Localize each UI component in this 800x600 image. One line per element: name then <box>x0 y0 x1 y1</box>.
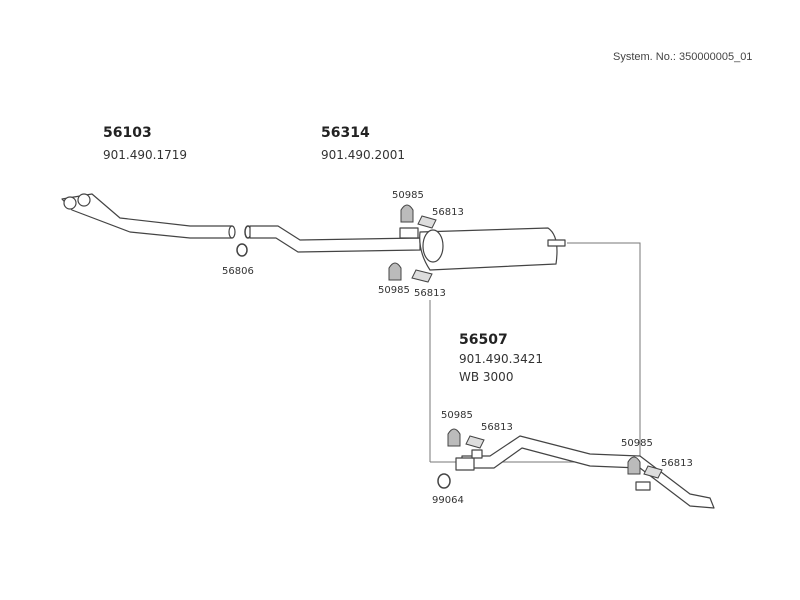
section-56507-ref: 901.490.3421 <box>459 352 543 366</box>
connector-line <box>430 242 641 463</box>
section-56314-id: 56314 <box>321 125 370 141</box>
ring-gasket-front <box>236 243 248 257</box>
label-clamp-2: 56813 <box>481 422 513 433</box>
label-clamp-1-bottom: 56813 <box>414 288 446 299</box>
label-clamp-3: 56813 <box>661 458 693 469</box>
label-ring-front: 56806 <box>222 266 254 277</box>
hanger-icon <box>388 262 402 281</box>
label-ring-rear: 99064 <box>432 495 464 506</box>
middle-muffler <box>249 225 566 271</box>
section-56103-ref: 901.490.1719 <box>103 148 187 162</box>
ring-gasket-rear <box>437 473 451 489</box>
section-56314-ref: 901.490.2001 <box>321 148 405 162</box>
clamp-icon <box>411 269 433 283</box>
clamp-icon <box>465 435 485 449</box>
label-hanger-1-bottom: 50985 <box>378 285 410 296</box>
hanger-icon <box>400 204 414 223</box>
label-clamp-1-top: 56813 <box>432 207 464 218</box>
hanger-icon <box>627 456 641 475</box>
hanger-icon <box>447 428 461 447</box>
label-hanger-1-top: 50985 <box>392 190 424 201</box>
label-hanger-3: 50985 <box>621 438 653 449</box>
label-hanger-2: 50985 <box>441 410 473 421</box>
section-56103-id: 56103 <box>103 125 152 141</box>
system-number: System. No.: 350000005_01 <box>613 51 752 63</box>
clamp-icon <box>417 215 437 229</box>
front-pipe <box>61 193 236 239</box>
rear-pipe <box>455 435 715 509</box>
clamp-icon <box>643 465 663 479</box>
section-56507-note: WB 3000 <box>459 370 513 384</box>
section-56507-id: 56507 <box>459 332 508 348</box>
